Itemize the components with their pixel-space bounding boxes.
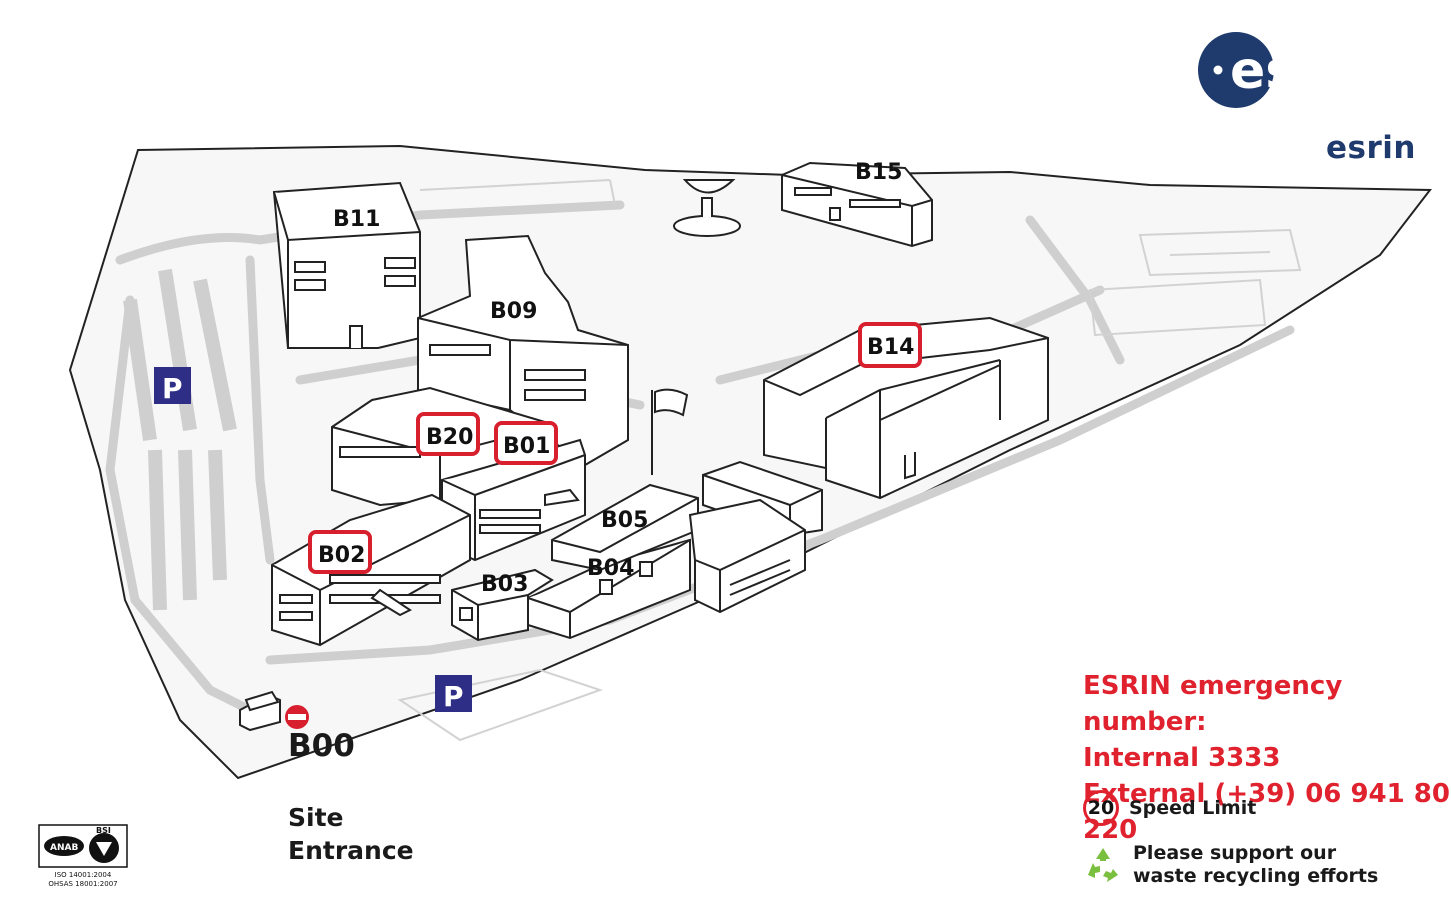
label-b09: B09 xyxy=(490,299,537,324)
label-b05: B05 xyxy=(601,508,648,533)
site-entrance-label: Site Entrance xyxy=(288,801,414,867)
parking-marker-west: P xyxy=(154,367,191,405)
svg-text:esa: esa xyxy=(1230,41,1331,101)
label-b01: B01 xyxy=(503,434,550,459)
no-entry-icon xyxy=(285,705,309,729)
site-entrance-line2: Entrance xyxy=(288,836,414,865)
label-b04: B04 xyxy=(587,556,634,581)
recycling-label: Please support our waste recycling effor… xyxy=(1133,842,1378,888)
emergency-info: ESRIN emergency number: Internal 3333 Ex… xyxy=(1083,668,1451,848)
label-b20: B20 xyxy=(426,425,473,450)
building-shapes xyxy=(239,161,1049,732)
label-b15: B15 xyxy=(855,160,902,185)
emergency-internal: Internal 3333 xyxy=(1083,743,1281,773)
site-entrance-line1: Site xyxy=(288,803,344,832)
site-name: esrin xyxy=(1326,130,1416,166)
recycle-icon xyxy=(1088,848,1118,882)
svg-text:ANAB: ANAB xyxy=(50,843,78,853)
legend-recycling: Please support our waste recycling effor… xyxy=(1083,842,1378,888)
flag-icon xyxy=(651,388,689,475)
label-b00: B00 xyxy=(288,728,355,764)
speed-limit-label: Speed Limit xyxy=(1129,796,1257,819)
label-b14: B14 xyxy=(867,335,914,360)
highlight-b01: B01 xyxy=(494,421,558,465)
svg-text:BSI: BSI xyxy=(96,826,111,835)
certification-logo: ANAB BSI xyxy=(38,824,128,868)
highlight-b20: B20 xyxy=(416,412,480,456)
emergency-external: External (+39) 06 941 80 220 xyxy=(1083,779,1450,845)
svg-text:P: P xyxy=(162,372,183,405)
recycling-line1: Please support our xyxy=(1133,842,1337,864)
esa-logo: esa xyxy=(1196,30,1414,114)
label-b03: B03 xyxy=(481,572,528,597)
cert-line2: OHSAS 18001:2007 xyxy=(48,880,118,888)
label-b11: B11 xyxy=(333,207,380,232)
highlight-b02: B02 xyxy=(308,530,372,574)
satellite-dish-icon xyxy=(673,179,741,237)
highlight-b14: B14 xyxy=(858,322,922,368)
svg-text:P: P xyxy=(443,680,464,713)
certification-marks: ANAB BSI ISO 14001:2004 OHSAS 18001:2007 xyxy=(38,824,128,889)
site-outlines xyxy=(397,179,1302,742)
parking-marker-south: P xyxy=(435,675,472,713)
label-b02: B02 xyxy=(318,543,365,568)
legend-speed-limit: 20 Speed Limit xyxy=(1083,790,1256,826)
emergency-title: ESRIN emergency number: xyxy=(1083,671,1343,737)
recycling-line2: waste recycling efforts xyxy=(1133,865,1379,887)
cert-line1: ISO 14001:2004 xyxy=(54,871,112,879)
speed-limit-icon: 20 xyxy=(1083,790,1119,826)
